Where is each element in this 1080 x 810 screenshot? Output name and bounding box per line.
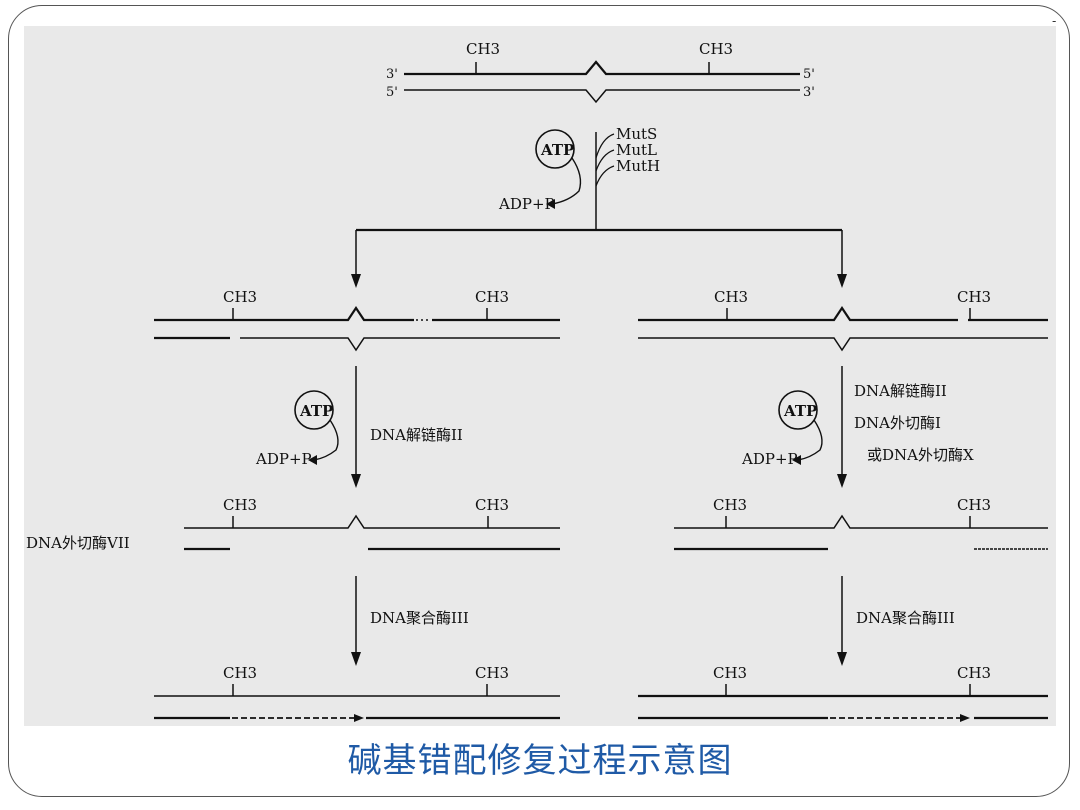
l2-left-upper <box>154 306 414 322</box>
l3-left-ch3-l: CH3 <box>223 496 257 514</box>
l4-left-ch3-l: CH3 <box>223 664 257 682</box>
adp-label-right: ADP+P <box>741 450 798 468</box>
atp-arrowhead-top <box>546 199 555 209</box>
l34-right-arrowhead <box>837 652 847 666</box>
l2-left-ch3-r: CH3 <box>475 288 509 306</box>
level4-left-duplex: CH3 CH3 <box>154 664 560 722</box>
l3-right-ch3-l: CH3 <box>713 496 747 514</box>
mutl-line <box>595 149 615 172</box>
l4-left-ch3-r: CH3 <box>475 664 509 682</box>
polymerase-right-label: DNA聚合酶III <box>856 609 955 627</box>
right-enzyme1-line2: DNA外切酶I <box>854 414 941 432</box>
top-end-5prime-left: 5' <box>386 85 398 100</box>
helicase-step-right: ATP ADP+P DNA解链酶II DNA外切酶I 或DNA外切酶X <box>741 366 974 488</box>
l4-right-ch3-l: CH3 <box>713 664 747 682</box>
mismatch-repair-diagram: CH3 CH3 3' 5' 5' 3' ATP ADP+P MutS MutL <box>26 40 1048 722</box>
l4-right-ch3-r: CH3 <box>957 664 991 682</box>
l3-right-upper <box>674 514 1048 529</box>
branch-right-arrowhead <box>837 274 847 288</box>
muts-label: MutS <box>616 125 657 143</box>
mut-complex: ATP ADP+P MutS MutL MutH <box>498 125 660 230</box>
atp-arrow-right <box>797 419 823 461</box>
top-end-5prime-right: 5' <box>803 67 815 82</box>
polymerase-left-label: DNA聚合酶III <box>370 609 469 627</box>
l2-left-ch3-l: CH3 <box>223 288 257 306</box>
atp-arrowhead-left <box>308 455 317 465</box>
top-duplex: CH3 CH3 3' 5' 5' 3' <box>386 40 815 104</box>
muts-line <box>595 133 615 159</box>
level3-right-duplex: CH3 CH3 <box>674 496 1048 551</box>
atp-circle-right <box>778 390 818 430</box>
top-strand-upper <box>404 60 800 76</box>
mismatch-repair-figure: CH3 CH3 3' 5' 5' 3' ATP ADP+P MutS MutL <box>24 26 1056 726</box>
mutl-label: MutL <box>616 141 657 159</box>
top-end-3prime-right: 3' <box>803 85 815 100</box>
l2-left-lower-b <box>240 337 560 352</box>
branch <box>351 228 847 288</box>
top-strand-lower <box>404 89 800 104</box>
left-enzyme1-label: DNA解链酶II <box>370 426 463 444</box>
atp-circle-left <box>294 390 334 430</box>
left-exo-label: DNA外切酶VII <box>26 534 130 552</box>
top-ch3-left: CH3 <box>466 40 500 58</box>
atp-label-left: ATP <box>299 402 333 420</box>
l3-left-ch3-r: CH3 <box>475 496 509 514</box>
atp-label-right: ATP <box>783 402 817 420</box>
l34-left-arrowhead <box>351 652 361 666</box>
level3-left-duplex: CH3 CH3 DNA外切酶VII <box>26 496 560 552</box>
figure-caption: 碱基错配修复过程示意图 <box>347 741 733 781</box>
top-end-3prime-left: 3' <box>386 67 398 82</box>
atp-arrow-top <box>551 157 582 205</box>
top-ch3-right: CH3 <box>699 40 733 58</box>
branch-left-arrowhead <box>351 274 361 288</box>
l3-left-upper <box>184 514 560 529</box>
l4-right-dash-arrowhead <box>960 714 970 722</box>
l2-right-upper-a <box>638 306 958 322</box>
l2-right-ch3-r: CH3 <box>957 288 991 306</box>
slide-frame <box>8 5 1070 797</box>
atp-circle-top <box>535 129 575 169</box>
l23-left-arrowhead <box>351 474 361 488</box>
atp-arrow-left <box>313 419 339 461</box>
l3-right-ch3-r: CH3 <box>957 496 991 514</box>
right-enzyme1-line3: 或DNA外切酶X <box>867 446 974 464</box>
muth-line <box>595 165 615 187</box>
atp-label-top: ATP <box>540 141 574 159</box>
atp-arrowhead-right <box>792 455 801 465</box>
l4-left-dash-arrowhead <box>354 714 364 722</box>
helicase-step-left: ATP ADP+P DNA解链酶II <box>255 366 463 488</box>
l2-right-lower <box>638 337 1048 352</box>
polymerase-step: DNA聚合酶III DNA聚合酶III <box>351 576 955 666</box>
level2-left-duplex: CH3 CH3 <box>154 288 560 352</box>
adp-label-left: ADP+P <box>255 450 312 468</box>
corner-mark: - <box>1052 14 1057 28</box>
level4-right-duplex: CH3 CH3 <box>638 664 1048 722</box>
muth-label: MutH <box>616 157 660 175</box>
l23-right-arrowhead <box>837 474 847 488</box>
right-enzyme1-line1: DNA解链酶II <box>854 382 947 400</box>
level2-right-duplex: CH3 CH3 <box>638 288 1048 352</box>
l2-right-ch3-l: CH3 <box>714 288 748 306</box>
adp-label-top: ADP+P <box>498 195 555 213</box>
